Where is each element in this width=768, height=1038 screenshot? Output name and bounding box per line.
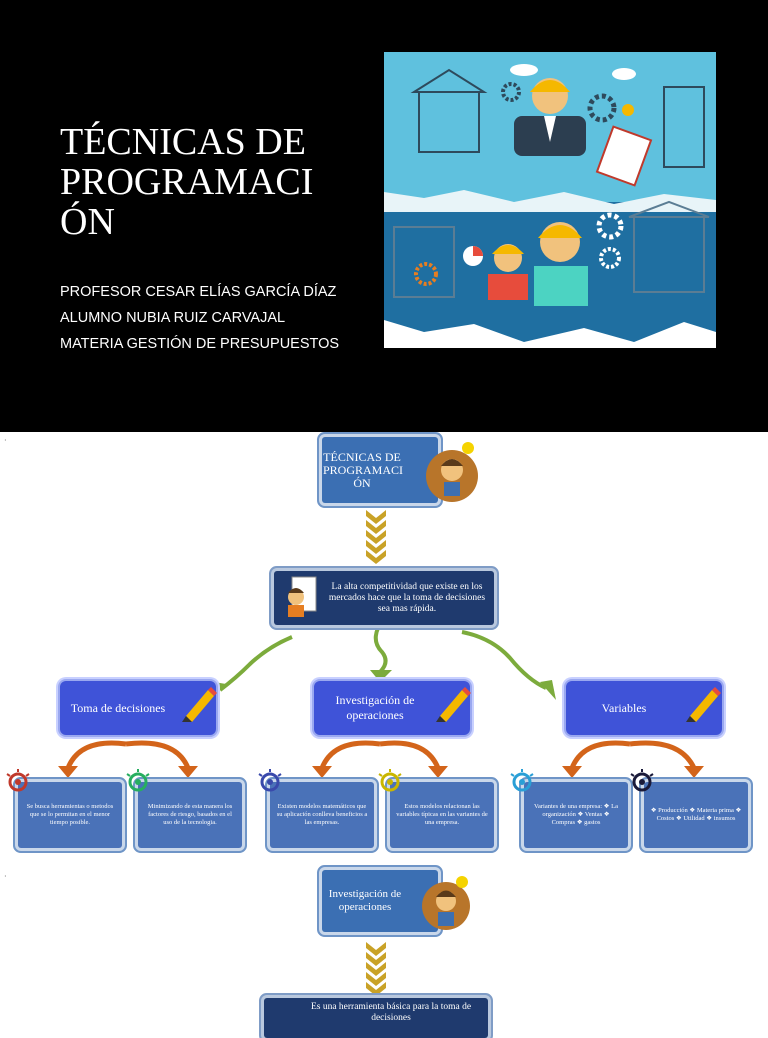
branch-node-3: Variables xyxy=(566,681,722,735)
illustration-image xyxy=(384,52,716,348)
professor-line: PROFESOR CESAR ELÍAS GARCÍA DÍAZ xyxy=(60,284,337,300)
leaf-node: ❖ Producción ❖ Materia prima ❖ Costos ❖ … xyxy=(644,782,748,848)
pencil-icon xyxy=(436,687,471,722)
second-intro-label: Es una herramienta básica para la toma d… xyxy=(310,1002,472,1023)
leaf-node-text: Minimizando de esta manera los factores … xyxy=(147,803,233,826)
student-line: ALUMNO NUBIA RUIZ CARVAJAL xyxy=(60,310,286,326)
mind-map-page: · · xyxy=(0,432,768,1038)
lightbulb-icon xyxy=(510,769,534,792)
character-icon xyxy=(426,442,478,502)
character-icon xyxy=(422,876,470,930)
root-node-label: TÉCNICAS DE PROGRAMACI ÓN xyxy=(323,449,404,490)
branch-node-2: Investigación de operaciones xyxy=(314,681,470,735)
chevron-down-icon xyxy=(366,510,386,564)
page-marker: · xyxy=(4,436,7,445)
lightbulb-icon xyxy=(378,769,402,792)
slide-title: TÉCNICAS DE PROGRAMACI ÓN xyxy=(60,121,314,243)
second-intro-node: Es una herramienta básica para la toma d… xyxy=(264,998,488,1038)
leaf-node-text: Existen modelos matemáticos que su aplic… xyxy=(276,803,368,826)
leaf-node-text: Variantes de una empresa: ❖ La organizac… xyxy=(534,803,618,826)
leaf-node: Variantes de una empresa: ❖ La organizac… xyxy=(524,782,628,848)
pencil-icon xyxy=(686,687,721,722)
lightbulb-icon xyxy=(630,769,654,792)
subject-line: MATERIA GESTIÓN DE PRESUPUESTOS xyxy=(60,336,340,352)
lightbulb-icon xyxy=(6,769,30,792)
leaf-node: Se busca herramientas o metodos que se l… xyxy=(18,782,122,848)
branch-node-label: Toma de decisiones xyxy=(70,700,166,715)
pencil-icon xyxy=(182,687,217,722)
lightbulb-icon xyxy=(126,769,150,792)
branch-node-label: Variables xyxy=(601,700,647,715)
second-root-label: Investigación de operaciones xyxy=(328,888,402,913)
second-root-node: Investigación de operaciones xyxy=(322,870,438,932)
character-icon xyxy=(288,576,317,617)
leaf-node: Minimizando de esta manera los factores … xyxy=(138,782,242,848)
intro-node-label: La alta competitividad que existe en los… xyxy=(328,581,486,614)
leaf-node-text: Estos modelos relacionan las variables t… xyxy=(396,803,488,826)
page-marker: · xyxy=(4,872,7,881)
branch-node-label: Investigación de operaciones xyxy=(335,693,415,722)
leaf-node-text: ❖ Producción ❖ Materia prima ❖ Costos ❖ … xyxy=(650,807,742,822)
leaf-node: Estos modelos relacionan las variables t… xyxy=(390,782,494,848)
title-slide: TÉCNICAS DE PROGRAMACI ÓN PROFESOR CESAR… xyxy=(0,0,768,432)
connectors xyxy=(58,510,704,996)
lightbulb-icon xyxy=(258,769,282,792)
leaf-node: Existen modelos matemáticos que su aplic… xyxy=(270,782,374,848)
leaf-node-text: Se busca herramientas o metodos que se l… xyxy=(26,803,114,826)
root-node: TÉCNICAS DE PROGRAMACI ÓN xyxy=(322,437,438,503)
chevron-down-icon xyxy=(366,942,386,996)
branch-node-1: Toma de decisiones xyxy=(60,681,216,735)
